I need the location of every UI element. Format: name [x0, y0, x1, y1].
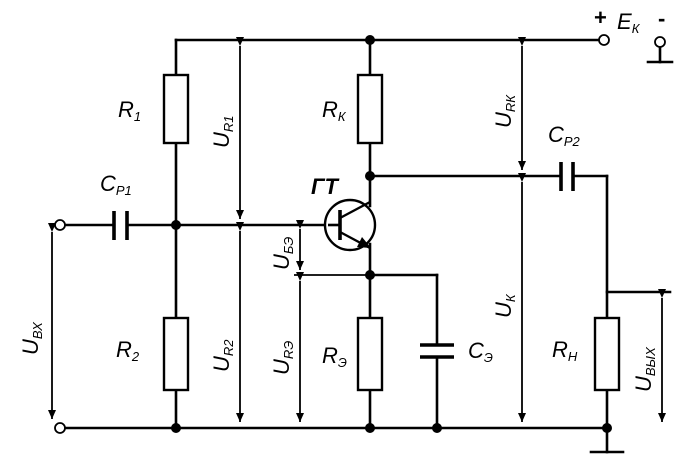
- transistor-gt: [323, 198, 377, 252]
- label-u-re: URЭ: [269, 341, 296, 375]
- label-cp2: CР2: [548, 122, 581, 149]
- input-terminal-top: [54, 219, 66, 231]
- supply-ground-terminal: [654, 36, 666, 48]
- junction-dots: [171, 35, 612, 433]
- label-transistor: ГТ: [311, 174, 340, 199]
- label-u-r1: UR1: [209, 115, 236, 148]
- capacitor-cp1: [112, 211, 129, 240]
- wiring: [63, 38, 674, 454]
- resistor-r1: [162, 73, 190, 145]
- capacitor-cp2: [559, 162, 575, 191]
- label-cp1: CР1: [100, 171, 132, 198]
- resistor-re: [356, 316, 384, 392]
- resistor-r2: [162, 316, 190, 392]
- resistor-rn: [593, 316, 621, 392]
- label-r1: R1: [118, 97, 141, 124]
- label-rk: RК: [322, 97, 347, 124]
- label-rn: RН: [552, 337, 578, 364]
- input-terminal-bottom: [54, 422, 66, 434]
- label-u-r2: UR2: [209, 339, 236, 372]
- label-r2: R2: [116, 337, 140, 364]
- label-re: RЭ: [322, 343, 347, 370]
- supply-terminal: [598, 34, 610, 46]
- supply-minus-sign: -: [658, 6, 665, 31]
- label-u-vyx: UВЫХ: [631, 346, 658, 392]
- label-ce: CЭ: [468, 338, 493, 365]
- supply-plus-sign: +: [594, 5, 607, 30]
- label-u-k: UК: [491, 293, 518, 318]
- capacitor-ce: [420, 343, 454, 359]
- label-u-vx: UВХ: [18, 321, 45, 355]
- label-u-be: UБЭ: [269, 237, 296, 270]
- voltage-arrows: [48, 37, 666, 422]
- label-u-rk: URК: [491, 94, 518, 128]
- resistor-rk: [356, 73, 384, 145]
- supply-label: EК: [617, 9, 641, 36]
